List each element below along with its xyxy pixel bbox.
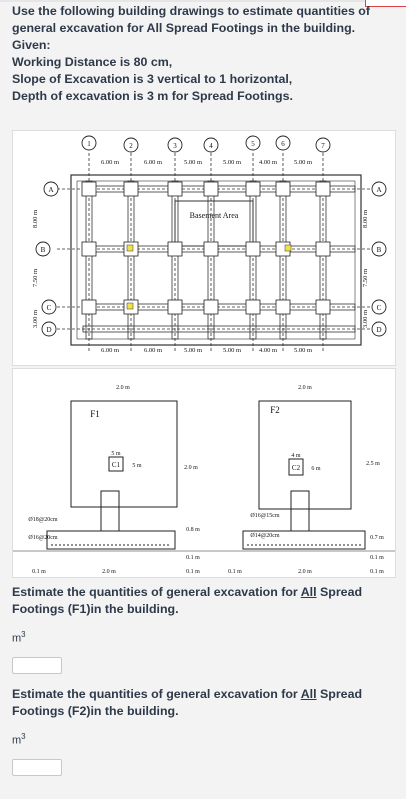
- grid-letter-d-left: D: [46, 326, 51, 334]
- f2-section-column: [290, 490, 310, 532]
- f1-section-column: [100, 490, 120, 532]
- intro-line-1: Use the following building drawings to e…: [12, 4, 370, 18]
- grid-letter-d-right: D: [376, 326, 381, 334]
- f1-rebar-top: Ø18@20cm: [28, 517, 58, 523]
- footing-details-svg: 2.0 m F1 C1 5 m 5 m 2.0 m Ø18@20cm Ø16@2…: [13, 385, 395, 575]
- f1-base-thickness: 0.8 m: [186, 527, 200, 533]
- side-dim-left-3: 3.00 m: [32, 310, 39, 328]
- q2-unit-m: m: [12, 734, 22, 747]
- corner-flag: [365, 0, 406, 7]
- f2-cover: 0.1 m: [370, 555, 384, 561]
- given-depth: Depth of excavation is 3 m for Spread Fo…: [12, 89, 293, 103]
- question-f2: Estimate the quantities of general excav…: [12, 686, 397, 720]
- q1-unit-sup: 3: [21, 630, 26, 639]
- top-dim-5: 4.00 m: [259, 159, 277, 166]
- top-dim-2: 6.00 m: [144, 159, 162, 166]
- question-f1: Estimate the quantities of general excav…: [12, 584, 397, 618]
- question-intro: Use the following building drawings to e…: [12, 3, 397, 105]
- side-dim-right-3: 3.00 m: [362, 310, 369, 328]
- f1-name: F1: [90, 409, 100, 419]
- f1-edge-right: 0.1 m: [186, 569, 200, 575]
- grid-letter-c-left: C: [47, 304, 52, 312]
- f2-width-label: 2.0 m: [298, 385, 312, 391]
- f2-edge: 0.1 m: [228, 569, 242, 575]
- bottom-dim-1: 6.00 m: [101, 347, 119, 354]
- f1-column-width: 5 m: [111, 451, 121, 457]
- grid-number-6: 6: [281, 140, 285, 148]
- f1-width-label: 2.0 m: [116, 385, 130, 391]
- side-dim-left-1: 8.00 m: [32, 210, 39, 228]
- q1-text-all: All: [300, 585, 317, 599]
- f2-column-width: 4 m: [291, 453, 301, 459]
- basement-area-label: Basement Area: [190, 211, 239, 220]
- bottom-dim-5: 4.00 m: [259, 347, 277, 354]
- grid-letter-a-right: A: [376, 186, 381, 194]
- f2-depth-label: 2.5 m: [366, 461, 380, 467]
- f2-column-name: C2: [292, 464, 301, 472]
- given-label: Given:: [12, 38, 51, 52]
- q2-unit: m3: [12, 732, 26, 747]
- q1-text-b: Spread Footings (F1)in the building.: [12, 585, 363, 616]
- f2-base-thickness: 0.7 m: [370, 535, 384, 541]
- side-dim-right-2: 7.50 m: [362, 269, 369, 287]
- grid-number-4: 4: [209, 142, 213, 150]
- top-dim-1: 6.00 m: [101, 159, 119, 166]
- grid-number-2: 2: [129, 142, 133, 150]
- f2-plan-outline: [258, 400, 352, 510]
- q1-text-a: Estimate the quantities of general excav…: [12, 585, 301, 599]
- given-slope: Slope of Excavation is 3 vertical to 1 h…: [12, 72, 293, 86]
- f2-rebar-top: Ø16@15cm: [250, 513, 280, 519]
- f1-column: [108, 456, 124, 472]
- f2-rebar-bottom: Ø14@20cm: [250, 533, 280, 539]
- f1-column-height: 5 m: [132, 463, 142, 469]
- foundation-plan-figure: 1 2 3 4 5 6 7 A B C D A B C D 6.00 m 6.0…: [12, 130, 396, 366]
- given-working-distance: Working Distance is 80 cm,: [12, 55, 173, 69]
- top-dim-4: 5.00 m: [223, 159, 241, 166]
- q1-answer-input[interactable]: [12, 657, 62, 674]
- top-dim-3: 5.00 m: [184, 159, 202, 166]
- q1-unit-m: m: [12, 632, 22, 645]
- f1-depth-label: 2.0 m: [184, 465, 198, 471]
- f2-column: [288, 458, 304, 476]
- f1-column-name: C1: [112, 461, 121, 469]
- bottom-dim-4: 5.00 m: [223, 347, 241, 354]
- grid-number-3: 3: [173, 142, 177, 150]
- grid-letter-b-right: B: [377, 246, 382, 254]
- grid-letter-b-left: B: [41, 246, 46, 254]
- side-dim-left-2: 7.50 m: [32, 269, 39, 287]
- q2-answer-input[interactable]: [12, 759, 62, 776]
- f1-plan-outline: [70, 400, 178, 508]
- grid-number-5: 5: [251, 140, 255, 148]
- q2-text-b: Spread Footings (F2)in the building.: [12, 687, 363, 718]
- f1-edge: 0.1 m: [32, 569, 46, 575]
- grid-number-7: 7: [321, 142, 325, 150]
- q2-text-a: Estimate the quantities of general excav…: [12, 687, 301, 701]
- bottom-dim-6: 5.00 m: [294, 347, 312, 354]
- f2-footing-width: 2.0 m: [298, 569, 312, 575]
- f1-section-base: [46, 530, 176, 550]
- top-dim-6: 5.00 m: [294, 159, 312, 166]
- bottom-dim-2: 6.00 m: [144, 347, 162, 354]
- f1-cover: 0.1 m: [186, 555, 200, 561]
- q2-unit-sup: 3: [21, 732, 26, 741]
- bottom-dim-3: 5.00 m: [184, 347, 202, 354]
- top-border: [0, 0, 406, 2]
- f2-column-height: 6 m: [311, 466, 321, 472]
- f2-name: F2: [270, 405, 280, 415]
- side-dim-right-1: 8.00 m: [362, 210, 369, 228]
- intro-line-2: general excavation for All Spread Footin…: [12, 21, 356, 35]
- footing-details-figure: 2.0 m F1 C1 5 m 5 m 2.0 m Ø18@20cm Ø16@2…: [12, 368, 396, 578]
- grid-letter-a-left: A: [48, 186, 53, 194]
- grid-number-1: 1: [87, 140, 91, 148]
- grid-letter-c-right: C: [377, 304, 382, 312]
- f2-edge-right: 0.1 m: [370, 569, 384, 575]
- q1-unit: m3: [12, 630, 26, 645]
- q2-text-all: All: [300, 687, 317, 701]
- f1-rebar-bottom: Ø16@20cm: [28, 535, 58, 541]
- foundation-plan-svg: 1 2 3 4 5 6 7 A B C D A B C D 6.00 m 6.0…: [32, 135, 387, 354]
- f1-footing-width: 2.0 m: [102, 569, 116, 575]
